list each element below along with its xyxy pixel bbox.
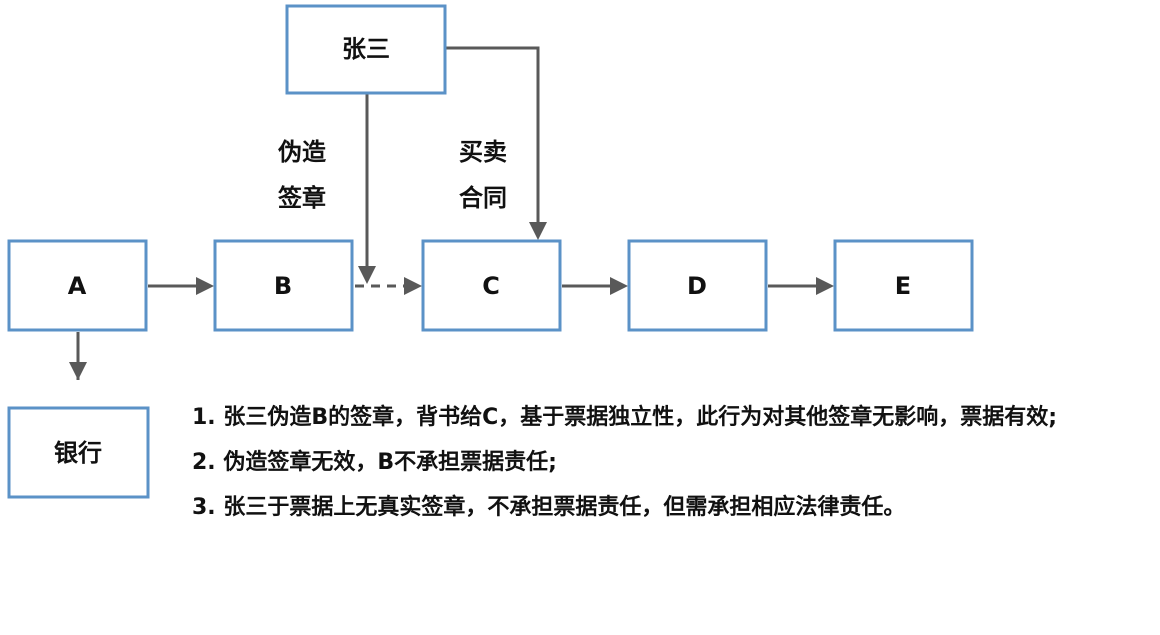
node-a-label: A	[68, 272, 87, 300]
forge-label-line1: 伪造	[277, 138, 326, 166]
note-item: 2. 伪造签章无效，B不承担票据责任;	[192, 450, 557, 475]
node-zhangsan: 张三	[285, 4, 447, 95]
explanation-notes: 1. 张三伪造B的签章，背书给C，基于票据独立性，此行为对其他签章无影响，票据有…	[192, 395, 1152, 530]
node-e: E	[833, 239, 974, 332]
note-item: 3. 张三于票据上无真实签章，不承担票据责任，但需承担相应法律责任。	[192, 495, 906, 520]
node-a: A	[7, 239, 148, 332]
trade-label-line2: 合同	[459, 184, 507, 212]
forge-label-line2: 签章	[277, 184, 326, 212]
note-item: 1. 张三伪造B的签章，背书给C，基于票据独立性，此行为对其他签章无影响，票据有…	[192, 405, 1058, 430]
node-zhangsan-label: 张三	[342, 35, 390, 63]
node-d-label: D	[687, 272, 707, 300]
arrow-zhangsan-trade	[446, 46, 540, 224]
arrowhead-d-to-e	[816, 277, 834, 295]
arrowhead-a-to-bank	[69, 362, 87, 380]
arrowhead-zhangsan-forge	[358, 266, 376, 284]
trade-label-line1: 买卖	[459, 138, 507, 166]
flow-diagram: 张三 A B C D E 伪造 签章 买卖 合同	[7, 4, 974, 380]
arrowhead-c-to-d	[610, 277, 628, 295]
node-c: C	[421, 239, 562, 332]
node-d: D	[627, 239, 768, 332]
node-bank-box: 银行	[7, 406, 150, 499]
node-b: B	[213, 239, 354, 332]
arrowhead-a-to-b	[196, 277, 214, 295]
node-c-label: C	[482, 272, 500, 300]
arrowhead-b-to-c	[404, 277, 422, 295]
node-bank-label: 银行	[54, 439, 102, 467]
node-b-label: B	[274, 272, 292, 300]
bank-node-canvas: 银行	[7, 406, 150, 499]
arrowhead-zhangsan-trade	[529, 222, 547, 240]
node-e-label: E	[895, 272, 911, 300]
